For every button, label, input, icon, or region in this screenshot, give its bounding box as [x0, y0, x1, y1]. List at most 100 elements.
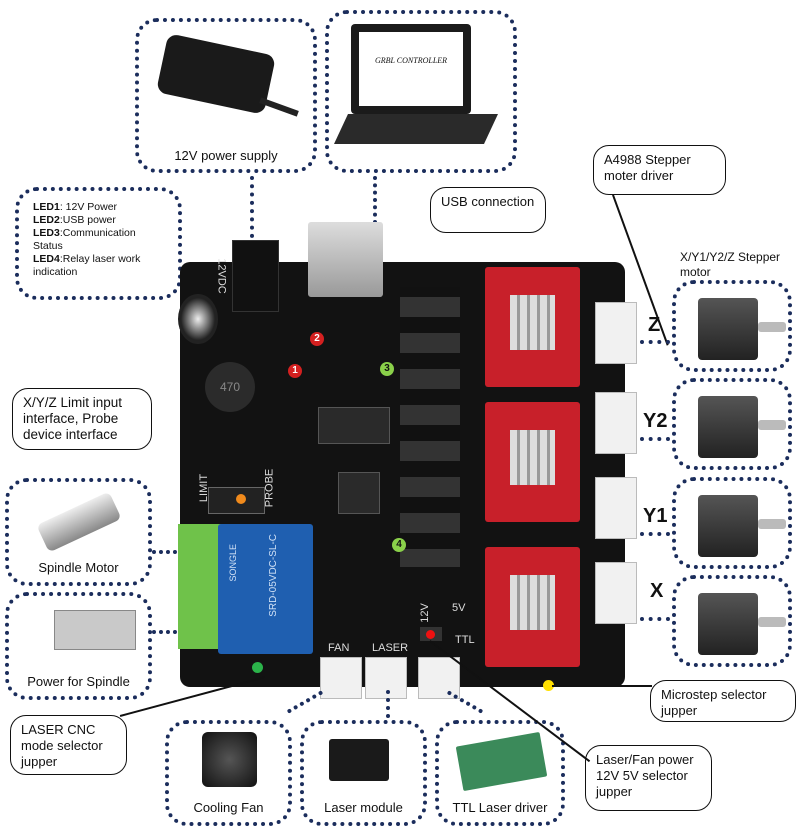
a4988-callout: A4988 Stepper moter driver [593, 145, 726, 195]
a4988-driver-x [485, 547, 580, 667]
limit-callout: X/Y/Z Limit input interface, Probe devic… [12, 388, 152, 450]
motor-connector-y1[interactable] [595, 477, 637, 539]
usb-callout: USB connection [430, 187, 546, 233]
led1-line: LED1: 12V Power [33, 201, 118, 213]
silk-5v: 5V [452, 602, 466, 614]
ttl-connector[interactable] [418, 657, 460, 699]
motor-image [698, 298, 758, 360]
spindle-arrow [152, 550, 177, 554]
silk-12v: 12V [418, 603, 431, 623]
laser-cnc-jumper-marker [252, 662, 263, 673]
ttl-arrow [446, 690, 484, 714]
usb-arrow [373, 176, 377, 224]
silk-fan: FAN [328, 642, 350, 654]
laser-arrow [386, 690, 390, 718]
motor-shaft [758, 617, 786, 627]
stepper-motor-z [672, 280, 792, 372]
laptop-image: GRBL CONTROLLER [351, 24, 471, 114]
spindle-terminal-block[interactable] [178, 524, 223, 649]
heatsink [510, 430, 555, 485]
motor-image [698, 495, 758, 557]
led4-badge: 4 [392, 538, 406, 552]
stepper-motor-y2 [672, 378, 792, 470]
relay: SRD-05VDC-SL-C SONGLE [218, 524, 313, 654]
led-legend-box: LED1: 12V Power LED2:USB power LED3:Comm… [15, 187, 182, 300]
motor-image [698, 593, 758, 655]
fan-arrow [286, 690, 324, 714]
laser-module-label: Laser module [324, 800, 403, 815]
fan-connector[interactable] [320, 657, 362, 699]
axis-label-z: Z [648, 314, 661, 336]
microstep-callout: Microstep selector jupper [650, 680, 796, 722]
laser-cnc-callout: LASER CNC mode selector jupper [10, 715, 127, 775]
dc-jack [232, 240, 279, 312]
probe-marker [236, 494, 246, 504]
motor-image [698, 396, 758, 458]
jumper-marker-red [426, 630, 435, 639]
spindle-image [36, 491, 122, 553]
axis-label-x: X [650, 580, 664, 602]
silk-ttl: TTL [455, 634, 475, 646]
spindle-motor-label: Spindle Motor [38, 560, 119, 575]
motor-shaft [758, 519, 786, 529]
silk-probe: PROBE [263, 468, 276, 508]
led1-badge: 1 [288, 364, 302, 378]
fan-image [202, 732, 257, 787]
silk-laser: LASER [372, 642, 409, 654]
relay-brand: SONGLE [228, 544, 238, 582]
mcu-chip [338, 472, 380, 514]
controller-board: 12VDC 470 LIMIT PROBE FAN LASER 12V 5V T… [178, 222, 637, 699]
laser-fan-callout: Laser/Fan power 12V 5V selector jupper [585, 745, 712, 811]
ttl-driver-image [455, 731, 548, 792]
spindle-motor-box: Spindle Motor [5, 478, 152, 586]
arrow-y2 [640, 437, 670, 441]
axis-label-y1: Y1 [643, 505, 668, 527]
a4988-driver-y [485, 402, 580, 522]
power-for-spindle-box: Power for Spindle [5, 592, 152, 700]
motor-shaft [758, 322, 786, 332]
power-arrow [250, 176, 254, 238]
led2-badge: 2 [310, 332, 324, 346]
cooling-fan-box: Cooling Fan [165, 720, 292, 826]
ttl-driver-label: TTL Laser driver [452, 800, 548, 815]
microstep-jumper-marker [543, 680, 554, 691]
cooling-fan-label: Cooling Fan [193, 800, 264, 815]
led3-line: LED3:Communication Status [33, 227, 136, 252]
heatsink [510, 295, 555, 350]
silk-12vdc: 12VDC [215, 258, 228, 294]
led4-line: LED4:Relay laser work indication [33, 253, 141, 278]
ttl-driver-box: TTL Laser driver [435, 720, 565, 826]
axis-label-y2: Y2 [643, 410, 668, 432]
power-cable [259, 97, 299, 117]
a4988-driver-z [485, 267, 580, 387]
spindle-power-arrow [152, 630, 177, 634]
motor-shaft [758, 420, 786, 430]
motor-connector-y2[interactable] [595, 392, 637, 454]
power-supply-box: 12V power supply [135, 18, 317, 173]
inductor: 470 [205, 362, 255, 412]
arrow-z [640, 340, 670, 344]
power-supply-label: 12V power supply [174, 148, 278, 163]
capacitor [178, 294, 218, 344]
stepper-motor-title: X/Y1/Y2/Z Stepper motor [680, 250, 781, 279]
motor-connector-z[interactable] [595, 302, 637, 364]
laptop-screen: GRBL CONTROLLER [359, 32, 463, 106]
laser-module-image [329, 739, 389, 781]
heatsink [510, 575, 555, 630]
led3-badge: 3 [380, 362, 394, 376]
laptop-keyboard [334, 114, 498, 144]
optocouplers [400, 287, 460, 567]
laptop-box: GRBL CONTROLLER [325, 10, 517, 173]
limit-probe-header[interactable] [208, 487, 265, 514]
psu-image [54, 610, 136, 650]
usb-port [308, 222, 383, 297]
led2-line: LED2:USB power [33, 214, 116, 226]
arrow-y1 [640, 532, 670, 536]
motor-connector-x[interactable] [595, 562, 637, 624]
arrow-x [640, 617, 670, 621]
laser-module-box: Laser module [300, 720, 427, 826]
stepper-motor-y1 [672, 477, 792, 569]
relay-model: SRD-05VDC-SL-C [268, 534, 279, 617]
microstep-pointer [552, 685, 652, 687]
